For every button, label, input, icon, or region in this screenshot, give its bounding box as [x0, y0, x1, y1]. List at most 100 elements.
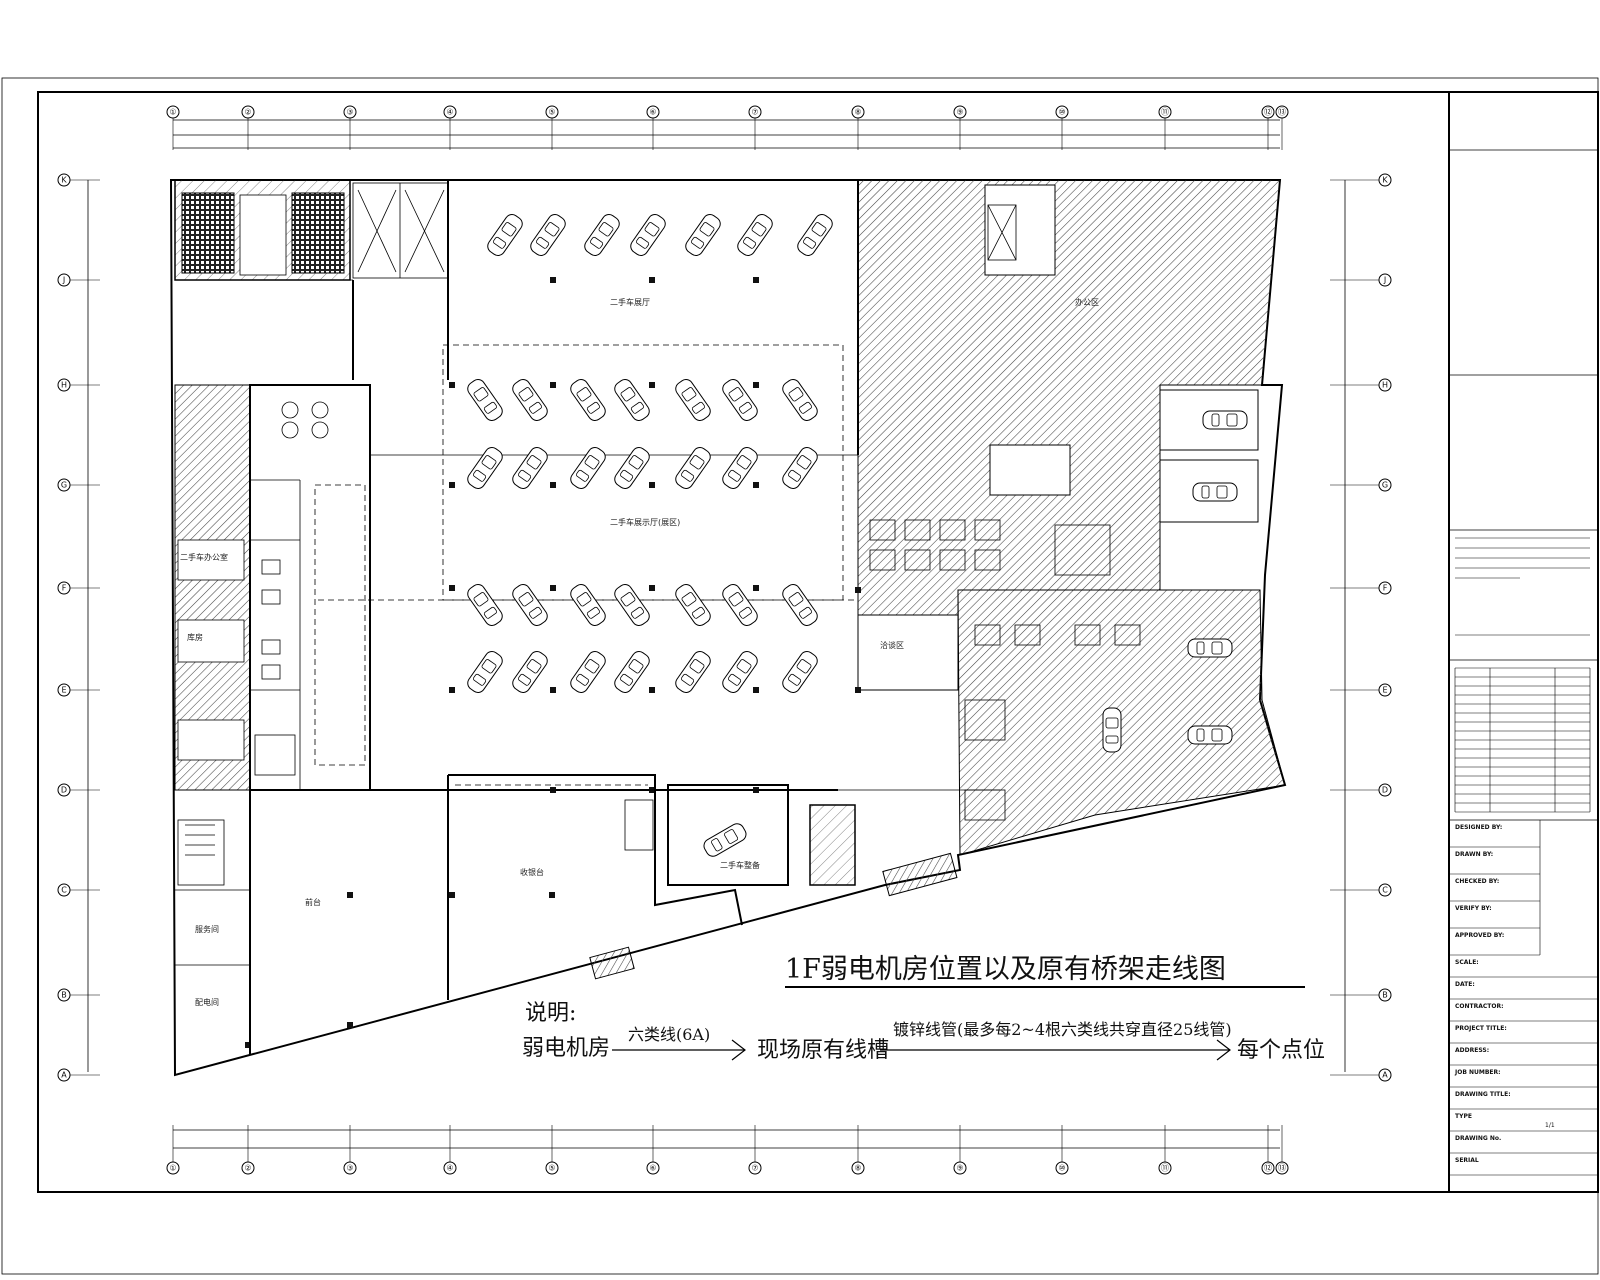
- axis-label: ⑬: [1278, 108, 1286, 117]
- axis-label: ⑪: [1161, 1164, 1169, 1173]
- column: [449, 892, 455, 898]
- axis-label: ⑤: [548, 1164, 555, 1173]
- axis-label: ⑩: [1058, 108, 1065, 117]
- title-block: DESIGNED BY:DRAWN BY:CHECKED BY:VERIFY B…: [1449, 149, 1598, 1176]
- equipment-grid-left: [181, 192, 235, 274]
- car-icon: [509, 376, 551, 424]
- car-icon: [464, 648, 506, 696]
- axis-label: ④: [446, 1164, 453, 1173]
- axis-bubble: J: [1378, 273, 1392, 287]
- axis-bubble: E: [57, 683, 71, 697]
- column: [347, 892, 353, 898]
- axis-bubble: H: [57, 378, 71, 392]
- note-tray: 现场原有线槽: [757, 1038, 889, 1063]
- car-icon: [464, 581, 506, 629]
- car-icon: [509, 648, 551, 696]
- note-cable: 六类线(6A): [628, 1025, 710, 1044]
- axis-bubble: ②: [241, 105, 255, 119]
- axis-bubble: ①: [166, 105, 180, 119]
- car-icon: [464, 444, 506, 492]
- column: [549, 892, 555, 898]
- axis-label: F: [62, 584, 67, 593]
- axis-label: ⑤: [548, 108, 555, 117]
- axis-label: G: [61, 481, 67, 490]
- car-icon: [567, 376, 609, 424]
- title-block-label: DRAWN BY:: [1455, 851, 1493, 858]
- axis-bubble: B: [1378, 988, 1392, 1002]
- axis-bubble: ④: [443, 1161, 457, 1175]
- axis-label: ⑦: [751, 108, 758, 117]
- axis-bubble: K: [57, 173, 71, 187]
- room-label: 服务间: [195, 924, 219, 934]
- car-icon: [779, 648, 821, 696]
- equipment-grid-right: [291, 192, 345, 274]
- column: [550, 482, 556, 488]
- car-icon: [1202, 410, 1248, 430]
- car-icon: [611, 581, 653, 629]
- car-icon: [581, 211, 623, 259]
- axis-label: C: [61, 886, 67, 895]
- note-destination: 每个点位: [1237, 1038, 1325, 1063]
- axis-bubble: G: [57, 478, 71, 492]
- axis-bubble: ⑪: [1158, 1161, 1172, 1175]
- car-icon: [672, 648, 714, 696]
- side-dimension-lines: [87, 180, 1346, 1072]
- axis-bubble: ⑨: [953, 105, 967, 119]
- title-block-label: SCALE:: [1455, 959, 1479, 966]
- office-furniture: [254, 401, 329, 776]
- column: [753, 277, 759, 283]
- column: [550, 382, 556, 388]
- axis-label: ④: [446, 108, 453, 117]
- axis-bubble: ⑪: [1158, 105, 1172, 119]
- axis-label: A: [1382, 1071, 1388, 1080]
- axis-label: H: [1382, 381, 1388, 390]
- axis-bubble: D: [57, 783, 71, 797]
- car-icon: [627, 211, 669, 259]
- axis-label: K: [61, 176, 67, 185]
- display-area-dashed: [442, 344, 844, 601]
- title-block-label: JOB NUMBER:: [1454, 1069, 1501, 1076]
- title-block-label: DRAWING TITLE:: [1455, 1091, 1511, 1098]
- room-label: 前台: [305, 897, 321, 907]
- axis-label: ⑩: [1058, 1164, 1065, 1173]
- axis-bubble: F: [1378, 581, 1392, 595]
- car-icon: [611, 444, 653, 492]
- title-block-label: TYPE: [1455, 1113, 1472, 1120]
- car-icon: [672, 581, 714, 629]
- axis-bubble: E: [1378, 683, 1392, 697]
- title-block-type-value: 1/1: [1545, 1122, 1555, 1129]
- title-block-label: ADDRESS:: [1455, 1047, 1489, 1054]
- axis-bubble: J: [57, 273, 71, 287]
- column: [649, 482, 655, 488]
- car-icon: [779, 581, 821, 629]
- room-label: 洽谈区: [880, 640, 904, 650]
- title-block-label: PROJECT TITLE:: [1455, 1025, 1507, 1032]
- room-label: 库房: [187, 632, 203, 642]
- drawing-title: 1F弱电机房位置以及原有桥架走线图: [785, 954, 1226, 985]
- axis-label: B: [1382, 991, 1388, 1000]
- axis-bubble: ③: [343, 105, 357, 119]
- column: [649, 382, 655, 388]
- column: [855, 587, 861, 593]
- car-icon: [779, 376, 821, 424]
- axis-label: ⑥: [649, 1164, 656, 1173]
- axis-bubble: ⑦: [748, 105, 762, 119]
- axis-bubble: C: [57, 883, 71, 897]
- axis-label: D: [61, 786, 67, 795]
- inspection-room: [667, 784, 789, 886]
- car-icon: [509, 581, 551, 629]
- column: [649, 277, 655, 283]
- axis-label: F: [1383, 584, 1388, 593]
- column: [347, 1022, 353, 1028]
- bottom-dimension-lines: [173, 1129, 1280, 1149]
- axis-bubble: ④: [443, 105, 457, 119]
- axis-label: E: [1382, 686, 1387, 695]
- axis-bubble: ①: [166, 1161, 180, 1175]
- axis-label: ⑨: [956, 1164, 963, 1173]
- room-label: 二手车办公室: [180, 552, 228, 562]
- axis-label: ⑫: [1264, 1164, 1272, 1173]
- axis-bubble: ⑧: [851, 105, 865, 119]
- axis-label: ⑧: [854, 1164, 861, 1173]
- structural-columns: [245, 277, 861, 1048]
